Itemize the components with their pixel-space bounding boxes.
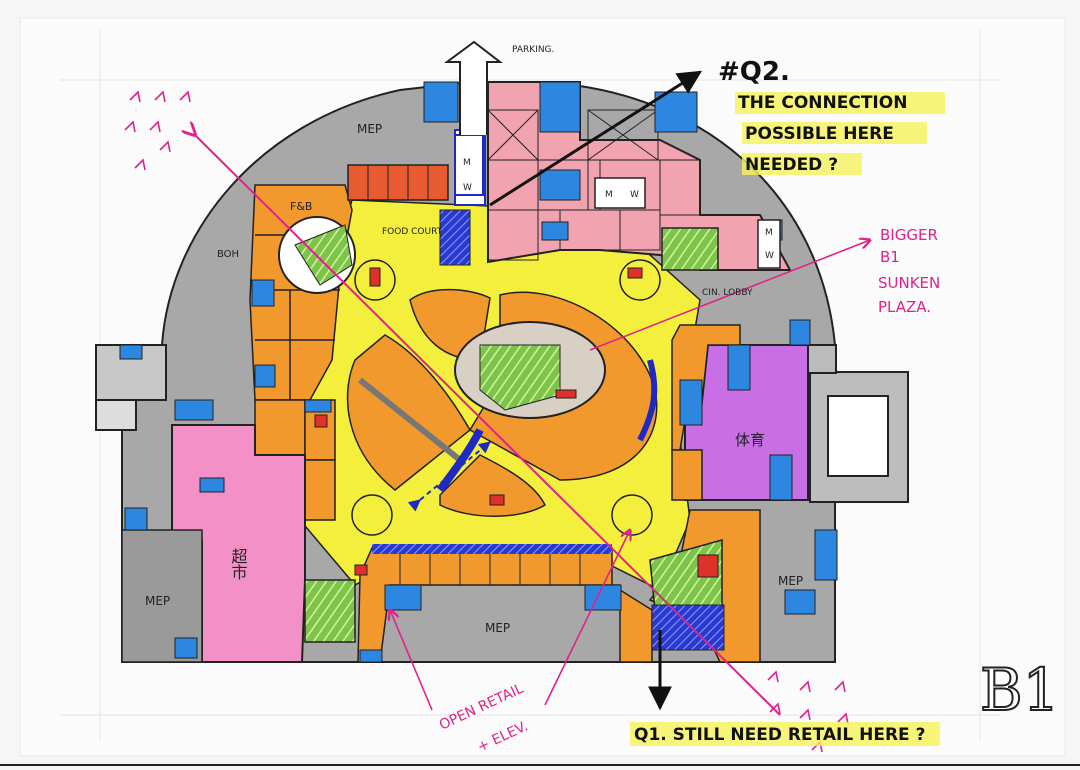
cin-lobby-label: CIN. LOBBY <box>702 288 753 298</box>
side-w-label: W <box>765 251 774 261</box>
round-atrium-green <box>294 224 353 286</box>
parking-arrow <box>443 40 503 135</box>
mep-left-label: MEP <box>145 594 170 608</box>
core-m-label: M <box>463 158 471 168</box>
tree-marks-top-left <box>124 90 191 171</box>
bigger-line-2: B1 <box>880 248 900 266</box>
food-court-hatch <box>439 209 471 266</box>
sheet-label: B1 <box>980 656 1060 724</box>
fb-label: F&B <box>290 200 312 213</box>
mep-top-label: MEP <box>357 122 382 136</box>
right-wing-cap <box>807 344 837 374</box>
green-stair-bottom-left <box>304 579 356 643</box>
bigger-line-1: BIGGER <box>880 226 938 244</box>
mep-bottom-label: MEP <box>485 621 510 635</box>
hatch-block-right <box>651 604 725 651</box>
salmon-zone-grid <box>487 109 701 261</box>
bigger-plaza-arrow <box>589 240 870 351</box>
q2-title: #Q2. <box>718 57 790 87</box>
open-retail-arrow-2 <box>544 530 630 706</box>
hatch-curve-right <box>637 359 658 442</box>
food-court-label: FOOD COURT <box>382 227 443 237</box>
restroom-w-label: W <box>630 190 639 200</box>
central-atrium-green <box>479 344 561 411</box>
bottom-hatch-band <box>372 544 612 554</box>
q2-line-3: NEEDED ? <box>745 155 838 175</box>
top-shop-row-dividers <box>367 165 429 200</box>
green-stair-top-right <box>661 227 719 271</box>
open-retail-arrow-1 <box>390 610 433 711</box>
side-m-label: M <box>765 228 773 238</box>
sports-label: 体育 <box>735 431 765 449</box>
restroom-boxes <box>594 177 781 269</box>
bottom-shop-band <box>357 547 653 663</box>
blue-cores <box>119 81 838 663</box>
bottom-shop-dividers <box>399 548 581 585</box>
mep-right-label: MEP <box>778 574 803 588</box>
highlights <box>630 92 945 746</box>
boh-label: BOH <box>217 249 239 260</box>
restroom-m-label: M <box>605 190 613 200</box>
diagonal-axis <box>195 135 781 716</box>
q2-line-2: POSSIBLE HERE <box>745 124 894 144</box>
top-shop-row <box>347 164 449 201</box>
bigger-line-3: SUNKEN <box>878 274 940 292</box>
parking-label: PARKING. <box>512 45 554 55</box>
q2-line-1: THE CONNECTION <box>738 93 907 113</box>
q2-arrow <box>489 70 703 207</box>
stair-nodes <box>351 259 661 536</box>
right-wing-void <box>827 395 889 477</box>
left-wing-notch <box>95 399 137 431</box>
q1-note: Q1. STILL NEED RETAIL HERE ? <box>634 725 925 745</box>
bigger-line-4: PLAZA. <box>878 298 931 316</box>
core-w-label: W <box>463 183 472 193</box>
supermarket-label: 超市 <box>229 548 248 580</box>
dimension-arrow <box>407 441 491 512</box>
